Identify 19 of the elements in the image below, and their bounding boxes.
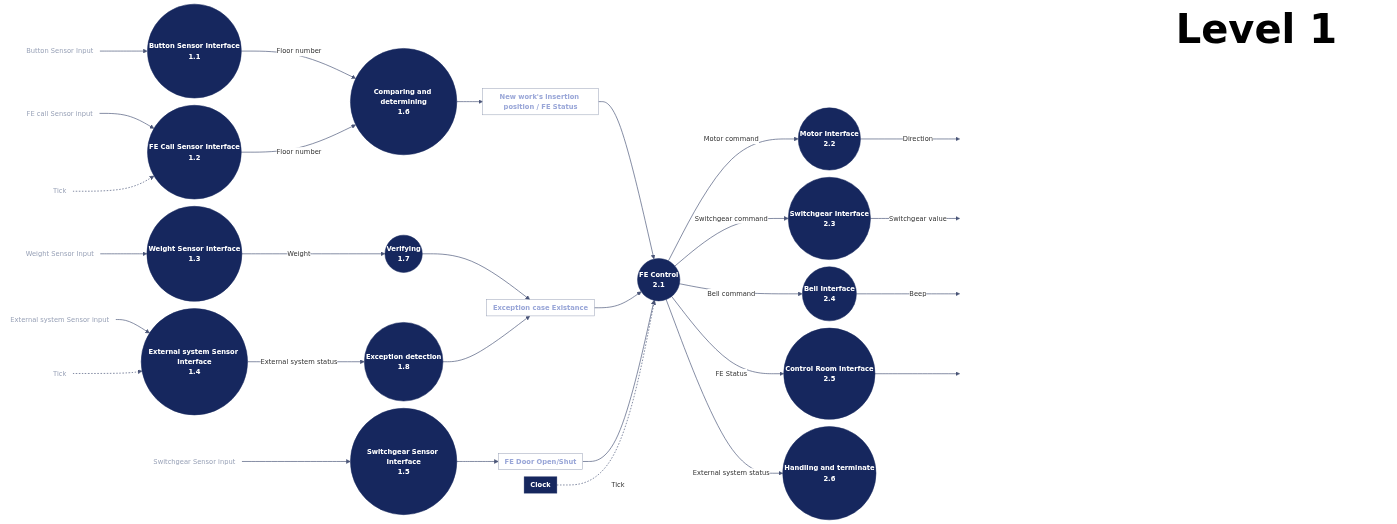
node-circle — [802, 266, 857, 322]
node-circle — [798, 107, 861, 171]
diagram-title: Level 1 — [1175, 6, 1337, 52]
node-box — [498, 453, 583, 470]
node-box — [482, 88, 599, 116]
node-circle — [147, 3, 242, 99]
node-circle — [787, 177, 871, 260]
node-box — [523, 476, 558, 494]
node-circle — [384, 234, 423, 273]
node-circle — [783, 327, 876, 420]
node-circle — [637, 258, 681, 302]
node-circle — [350, 48, 458, 156]
node-circle — [146, 206, 243, 302]
node-circle — [782, 426, 877, 521]
node-circle — [140, 308, 248, 416]
node-box — [486, 299, 595, 317]
node-circle — [364, 322, 444, 402]
node-circle — [147, 105, 242, 200]
node-circle — [350, 408, 458, 515]
